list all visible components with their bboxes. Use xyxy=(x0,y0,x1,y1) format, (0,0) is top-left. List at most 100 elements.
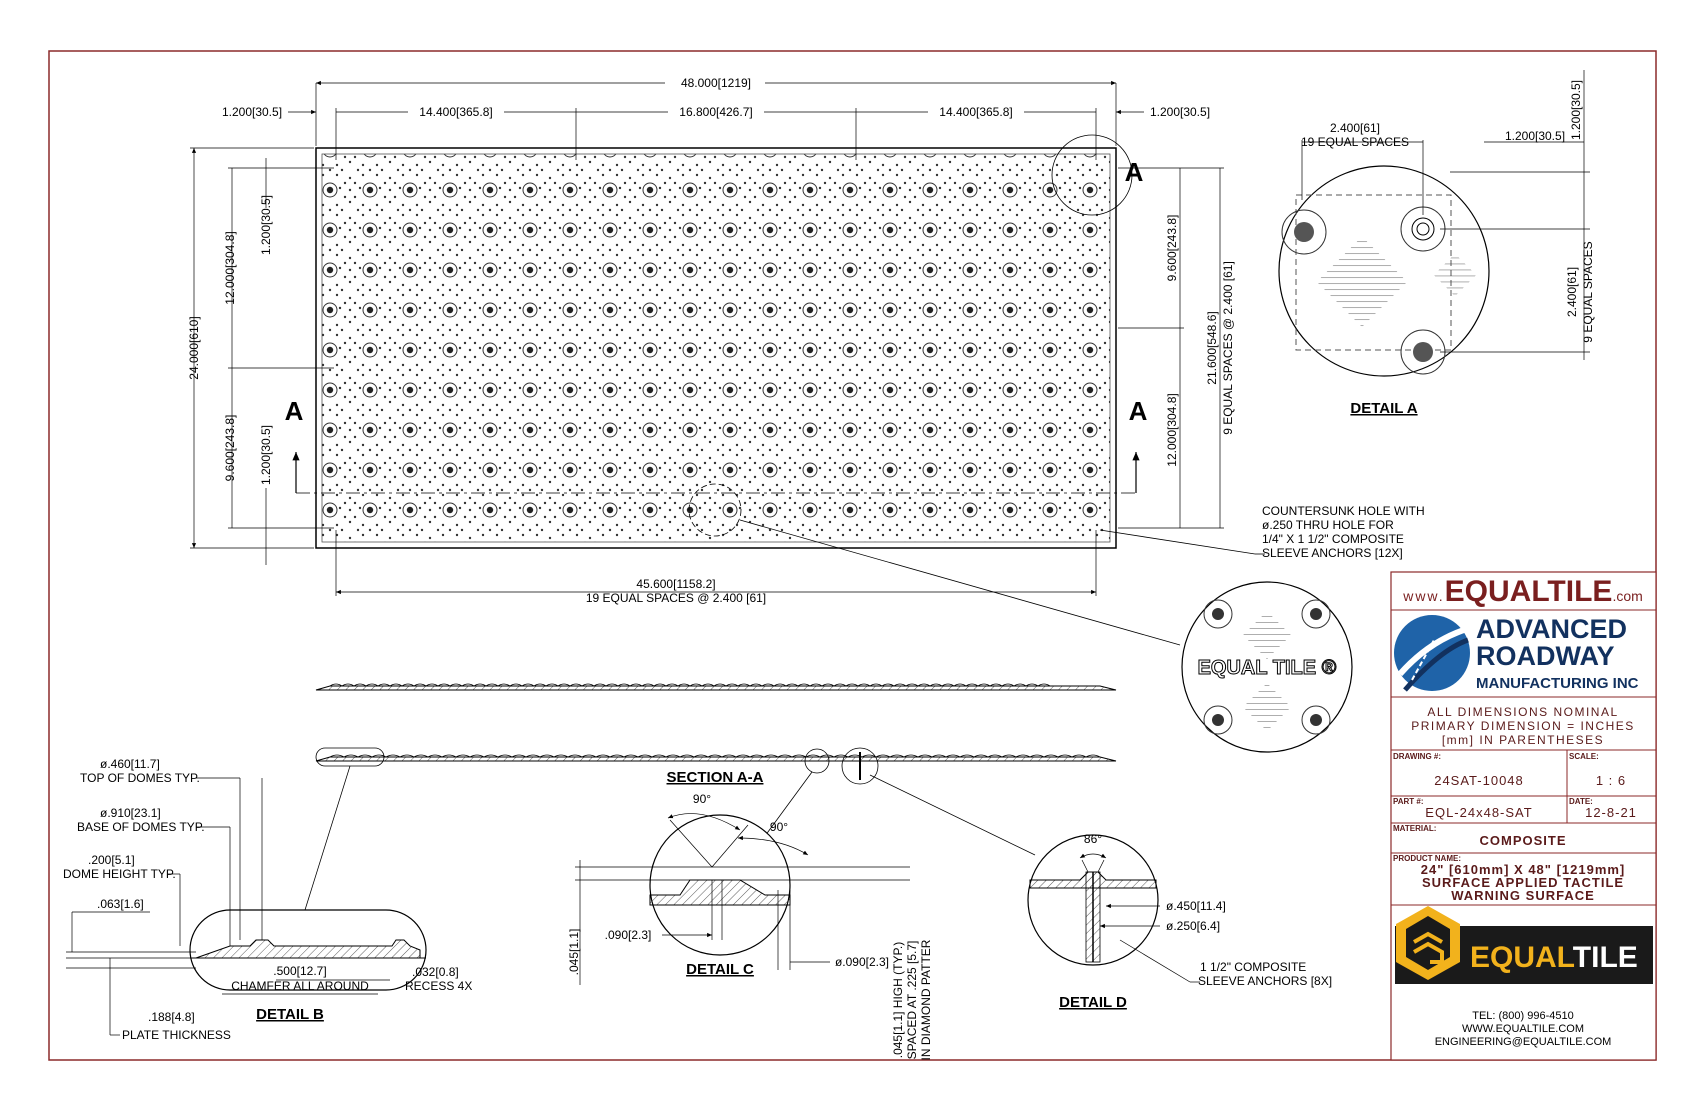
dim-right-9eq: 9 EQUAL SPACES @ 2.400 [61] xyxy=(1221,261,1235,435)
sheet-border xyxy=(48,50,1657,1061)
stamp-text: EQUAL TILE ® xyxy=(1198,657,1337,679)
countersunk-note-4: SLEEVE ANCHORS [12X] xyxy=(1262,546,1403,560)
dim-span-center: 16.800[426.7] xyxy=(679,105,752,119)
dim-span-left: 14.400[365.8] xyxy=(419,105,492,119)
tb-drawing-value: 24SAT-10048 xyxy=(1434,773,1524,788)
dim-right-12: 12.000[304.8] xyxy=(1165,393,1179,466)
tb-note-3: [mm] IN PARENTHESES xyxy=(1442,733,1604,747)
profile-views: SECTION A-A xyxy=(315,683,1117,786)
tb-product-1: 24" [610mm] X 48" [1219mm] xyxy=(1421,862,1626,877)
tb-tel: TEL: (800) 996-4510 xyxy=(1472,1010,1574,1022)
detail-b-recess-dim: .032[0.8] xyxy=(412,965,459,979)
detail-d-anchors-1: 1 1/2" COMPOSITE xyxy=(1200,960,1306,974)
detail-a-dim-120-h: 1.200[30.5] xyxy=(1505,129,1565,143)
section-mark-left: A xyxy=(285,396,304,426)
equaltile-logo: EQUALTILE xyxy=(1395,906,1653,984)
tb-email: ENGINEERING@EQUALTILE.COM xyxy=(1435,1036,1612,1048)
detail-a-mark: A xyxy=(1125,157,1144,187)
dim-span-right: 14.400[365.8] xyxy=(939,105,1012,119)
tile-outline xyxy=(315,147,1117,549)
detail-d-title: DETAIL D xyxy=(1059,994,1127,1011)
detail-a-callout-circle xyxy=(1051,134,1133,216)
detail-d-450: ø.450[11.4] xyxy=(1166,899,1226,913)
tb-material-label: MATERIAL: xyxy=(1393,824,1436,833)
tb-company-2: ROADWAY xyxy=(1476,641,1615,671)
detail-a-dim-9eq: 9 EQUAL SPACES xyxy=(1581,241,1595,342)
detail-c-angle-2: 90° xyxy=(770,820,788,834)
detail-b: ø.460[11.7] TOP OF DOMES TYP. ø.910[23.1… xyxy=(63,757,472,1042)
dim-overall-width: 48.000[1219] xyxy=(681,76,751,90)
advanced-roadway-logo: ADVANCED ROADWAY MANUFACTURING INC xyxy=(1394,614,1639,692)
detail-d: 86° ø.450[11.4] ø.250[6.4] 1 1/2" COMPOS… xyxy=(869,774,1332,1011)
tb-scale-value: 1 : 6 xyxy=(1596,773,1626,788)
dim-edge-left: 1.200[30.5] xyxy=(222,105,282,119)
svg-text:EQUALTILE: EQUALTILE xyxy=(1470,941,1638,974)
dim-left-12-top: 12.000[304.8] xyxy=(223,231,237,304)
detail-b-recess-label: RECESS 4X xyxy=(405,979,472,993)
detail-b-063: .063[1.6] xyxy=(97,897,144,911)
detail-a-dim-240: 2.400[61] xyxy=(1330,121,1380,135)
stamp-detail-circle xyxy=(1181,581,1353,753)
detail-b-500: .500[12.7] xyxy=(273,964,326,978)
detail-b-plate-label: PLATE THICKNESS xyxy=(122,1028,231,1042)
tb-company-3: MANUFACTURING INC xyxy=(1476,675,1639,692)
tb-part-label: PART #: xyxy=(1393,797,1424,806)
tactile-dome-pattern xyxy=(322,154,1110,542)
section-mark-right: A xyxy=(1129,396,1148,426)
tb-part-value: EQL-24x48-SAT xyxy=(1425,805,1532,820)
tb-product-2: SURFACE APPLIED TACTILE xyxy=(1422,875,1624,890)
detail-c-045: .045[1.1] xyxy=(567,929,581,976)
detail-b-top-domes-label: TOP OF DOMES TYP. xyxy=(80,771,200,785)
detail-a-dim-19eq: 19 EQUAL SPACES xyxy=(1301,135,1409,149)
dim-bottom-456: 45.600[1158.2] xyxy=(636,577,715,591)
countersunk-note-1: COUNTERSUNK HOLE WITH xyxy=(1262,504,1425,518)
tb-material-value: COMPOSITE xyxy=(1479,833,1566,848)
dim-left-edge-bottom: 1.200[30.5] xyxy=(259,425,273,485)
tb-web: WWW.EQUALTILE.COM xyxy=(1462,1023,1584,1035)
tb-date-label: DATE: xyxy=(1569,797,1593,806)
plan-view: 48.000[1219] 14.400[365.8] 16.800[426.7]… xyxy=(187,75,1425,753)
tb-scale-label: SCALE: xyxy=(1569,752,1599,761)
detail-b-title: DETAIL B xyxy=(256,1006,324,1023)
tb-note-1: ALL DIMENSIONS NOMINAL xyxy=(1427,705,1618,719)
tb-product-label: PRODUCT NAME: xyxy=(1393,854,1461,863)
detail-c-title: DETAIL C xyxy=(686,961,754,978)
detail-b-plate-dim: .188[4.8] xyxy=(148,1010,195,1024)
detail-a-dim-240-v: 2.400[61] xyxy=(1565,267,1579,317)
detail-b-top-domes-dim: ø.460[11.7] xyxy=(100,757,160,771)
detail-b-base-domes-label: BASE OF DOMES TYP. xyxy=(77,820,205,834)
dim-left-edge-top: 1.200[30.5] xyxy=(259,195,273,255)
detail-a-dim-120-v: 1.200[30.5] xyxy=(1569,80,1583,140)
countersunk-note-2: ø.250 THRU HOLE FOR xyxy=(1262,518,1394,532)
countersunk-note-3: 1/4" X 1 1/2" COMPOSITE xyxy=(1262,532,1404,546)
tb-drawing-label: DRAWING #: xyxy=(1393,752,1441,761)
detail-c-dia090: ø.090[2.3] xyxy=(835,955,889,969)
detail-b-dome-height-label: DOME HEIGHT TYP. xyxy=(63,867,176,881)
title-block: www.EQUALTILE.com ADVANCED ROADWAY MANUF… xyxy=(1390,571,1657,1061)
detail-c-callout xyxy=(804,748,830,774)
detail-b-base-domes-dim: ø.910[23.1] xyxy=(100,806,161,820)
dim-right-96: 9.600[243.8] xyxy=(1165,215,1179,282)
detail-d-angle: 86° xyxy=(1084,832,1102,846)
side-profile xyxy=(315,685,1117,691)
detail-d-250: ø.250[6.4] xyxy=(1166,919,1220,933)
detail-c-note-1: .045[1.1] HIGH (TYP.) xyxy=(891,942,905,1059)
section-a-a-title: SECTION A-A xyxy=(667,769,764,786)
detail-c-note-3: IN DIAMOND PATTER xyxy=(919,939,933,1060)
detail-c-note-2: SPACED AT .225 [5.7] xyxy=(905,941,919,1060)
section-a-a-profile xyxy=(315,756,1117,762)
detail-b-chamfer: CHAMFER ALL AROUND xyxy=(231,979,369,993)
detail-a: 2.400[61] 19 EQUAL SPACES 1.200[30.5] 1.… xyxy=(1278,70,1595,417)
stamp-callout-circle xyxy=(688,483,742,537)
tb-company-1: ADVANCED xyxy=(1476,614,1627,644)
dim-left-96: 9.600[243.8] xyxy=(223,415,237,482)
tb-note-2: PRIMARY DIMENSION = INCHES xyxy=(1411,719,1635,733)
detail-d-callout xyxy=(841,747,879,785)
dim-right-216: 21.600[548.6] xyxy=(1205,311,1219,384)
dim-edge-right: 1.200[30.5] xyxy=(1150,105,1210,119)
tb-date-value: 12-8-21 xyxy=(1585,805,1637,820)
tb-website: www.EQUALTILE.com xyxy=(1402,575,1643,608)
dim-overall-height: 24.000[610] xyxy=(187,316,201,379)
detail-d-anchors-2: SLEEVE ANCHORS [8X] xyxy=(1198,974,1332,988)
